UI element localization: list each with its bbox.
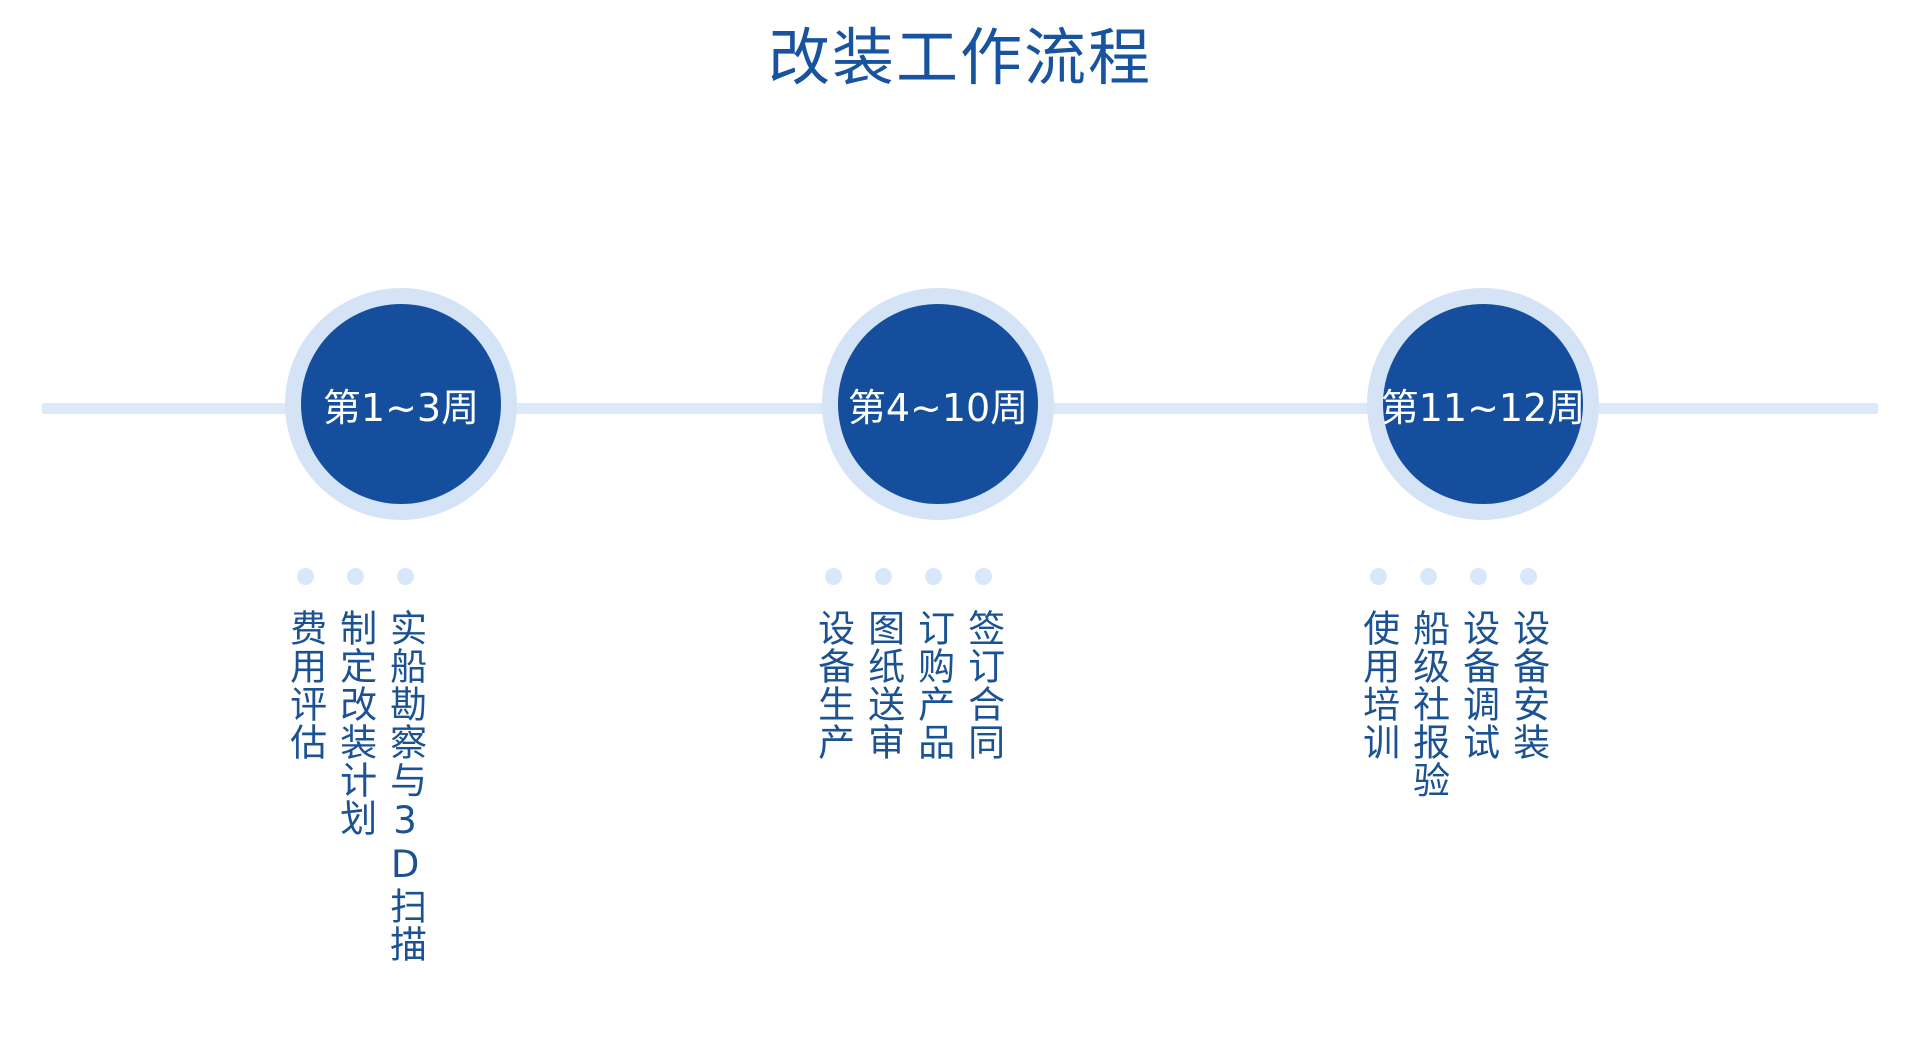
stage-period-label-2: 第4~10周 — [847, 385, 1029, 430]
task-bullet-dot — [924, 568, 942, 585]
task-bullet-dot — [1519, 568, 1537, 585]
stage-node-3[interactable]: 第11~12周 — [1380, 304, 1586, 504]
task-item[interactable]: 设备生产 — [808, 568, 858, 761]
task-bullet-dot — [1469, 568, 1487, 585]
task-label: 图纸送审 — [861, 609, 905, 761]
timeline-stage-2: 第4~10周 签订合同 订购产品 图纸送审 设备生产 — [760, 0, 1120, 1056]
task-item[interactable]: 使用培训 — [1353, 568, 1403, 761]
task-item[interactable]: 船级社报验 — [1403, 568, 1453, 799]
task-bullet-dot — [396, 568, 414, 585]
task-bullet-dot — [346, 568, 364, 585]
task-label: 船级社报验 — [1406, 609, 1450, 799]
task-label: 制定改装计划 — [333, 609, 377, 837]
stage-task-list-2: 签订合同 订购产品 图纸送审 设备生产 — [808, 568, 1008, 761]
stage-node-ring-3: 第11~12周 — [1367, 288, 1599, 520]
task-item[interactable]: 制定改装计划 — [330, 568, 380, 837]
task-label: 设备安装 — [1506, 609, 1550, 761]
stage-period-label-3: 第11~12周 — [1380, 385, 1586, 430]
task-item[interactable]: 订购产品 — [908, 568, 958, 761]
timeline-stage-3: 第11~12周 设备安装 设备调试 船级社报验 使用培训 — [1305, 0, 1665, 1056]
task-bullet-dot — [1369, 568, 1387, 585]
task-item[interactable]: 设备安装 — [1503, 568, 1553, 761]
task-label: 实船勘察与3D扫描 — [383, 609, 427, 963]
task-item[interactable]: 签订合同 — [958, 568, 1008, 761]
task-label: 设备生产 — [811, 609, 855, 761]
task-label: 费用评估 — [283, 609, 327, 761]
task-label: 设备调试 — [1456, 609, 1500, 761]
task-item[interactable]: 费用评估 — [280, 568, 330, 761]
stage-node-2[interactable]: 第4~10周 — [838, 304, 1038, 504]
task-item[interactable]: 实船勘察与3D扫描 — [380, 568, 430, 963]
stage-period-label-1: 第1~3周 — [322, 385, 480, 430]
task-bullet-dot — [296, 568, 314, 585]
timeline-stage-1: 第1~3周 实船勘察与3D扫描 制定改装计划 费用评估 — [222, 0, 582, 1056]
task-item[interactable]: 图纸送审 — [858, 568, 908, 761]
task-bullet-dot — [874, 568, 892, 585]
task-item[interactable]: 设备调试 — [1453, 568, 1503, 761]
task-label: 签订合同 — [961, 609, 1005, 761]
stage-node-1[interactable]: 第1~3周 — [301, 304, 501, 504]
stage-node-ring-1: 第1~3周 — [285, 288, 517, 520]
task-label: 订购产品 — [911, 609, 955, 761]
task-bullet-dot — [824, 568, 842, 585]
task-bullet-dot — [1419, 568, 1437, 585]
stage-task-list-1: 实船勘察与3D扫描 制定改装计划 费用评估 — [280, 568, 430, 963]
stage-node-ring-2: 第4~10周 — [822, 288, 1054, 520]
page-title: 改装工作流程 — [767, 21, 1152, 94]
task-label: 使用培训 — [1356, 609, 1400, 761]
task-bullet-dot — [974, 568, 992, 585]
stage-task-list-3: 设备安装 设备调试 船级社报验 使用培训 — [1353, 568, 1553, 799]
